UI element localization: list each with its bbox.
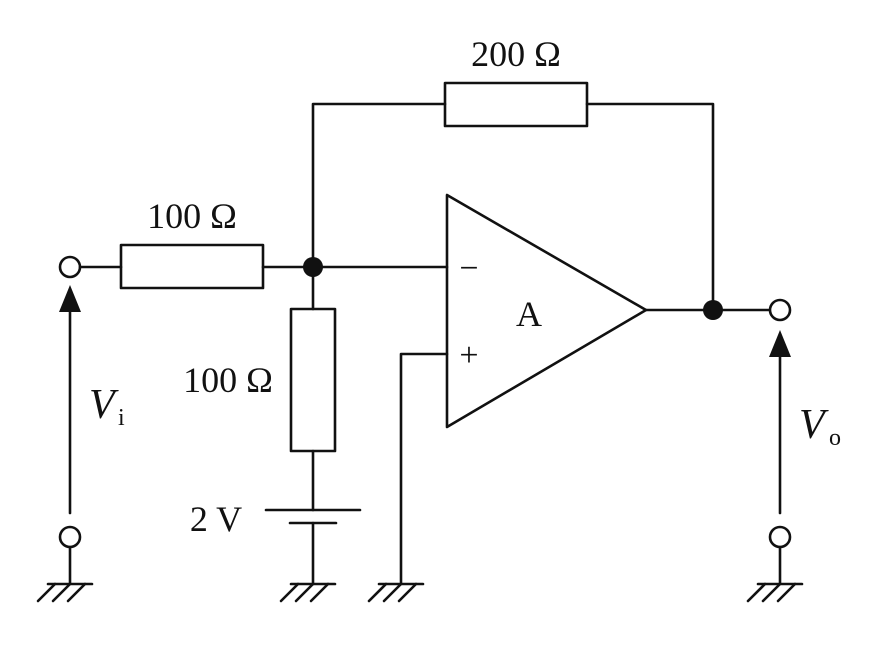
feedback-resistor xyxy=(443,81,589,128)
summing-junction-node xyxy=(303,257,323,277)
noninverting-input-sign: + xyxy=(459,337,478,374)
noninverting-input-wire xyxy=(399,352,449,586)
output-junction-node xyxy=(703,300,723,320)
output-terminal-bottom xyxy=(768,525,792,549)
input-terminal-bottom xyxy=(58,525,82,549)
ground-symbol-battery xyxy=(279,582,337,603)
feedback-wire-right xyxy=(585,102,715,312)
input-voltage-label: V xyxy=(89,382,119,428)
output-terminal-top xyxy=(768,298,792,322)
op-amp-triangle xyxy=(445,193,648,429)
output-voltage-subscript: o xyxy=(829,425,841,451)
input-resistor-label: 100 Ω xyxy=(147,196,237,236)
input-voltage-subscript: i xyxy=(118,405,125,431)
feedback-wire-left xyxy=(311,102,447,269)
bias-resistor-label: 100 Ω xyxy=(183,360,273,400)
input-terminal-top xyxy=(58,255,82,279)
input-resistor xyxy=(119,243,265,290)
ground-symbol-noninverting xyxy=(367,582,425,603)
op-amp-label: A xyxy=(516,294,542,334)
output-voltage-label: V xyxy=(799,402,829,448)
ground-symbol-input xyxy=(36,582,94,603)
inverting-input-sign: − xyxy=(459,250,478,287)
ground-symbol-output xyxy=(746,582,804,603)
feedback-resistor-label: 200 Ω xyxy=(471,34,561,74)
battery-label: 2 V xyxy=(190,499,242,539)
bias-resistor xyxy=(289,307,337,453)
vin-arrowhead xyxy=(59,285,81,312)
vout-arrowhead xyxy=(769,330,791,357)
